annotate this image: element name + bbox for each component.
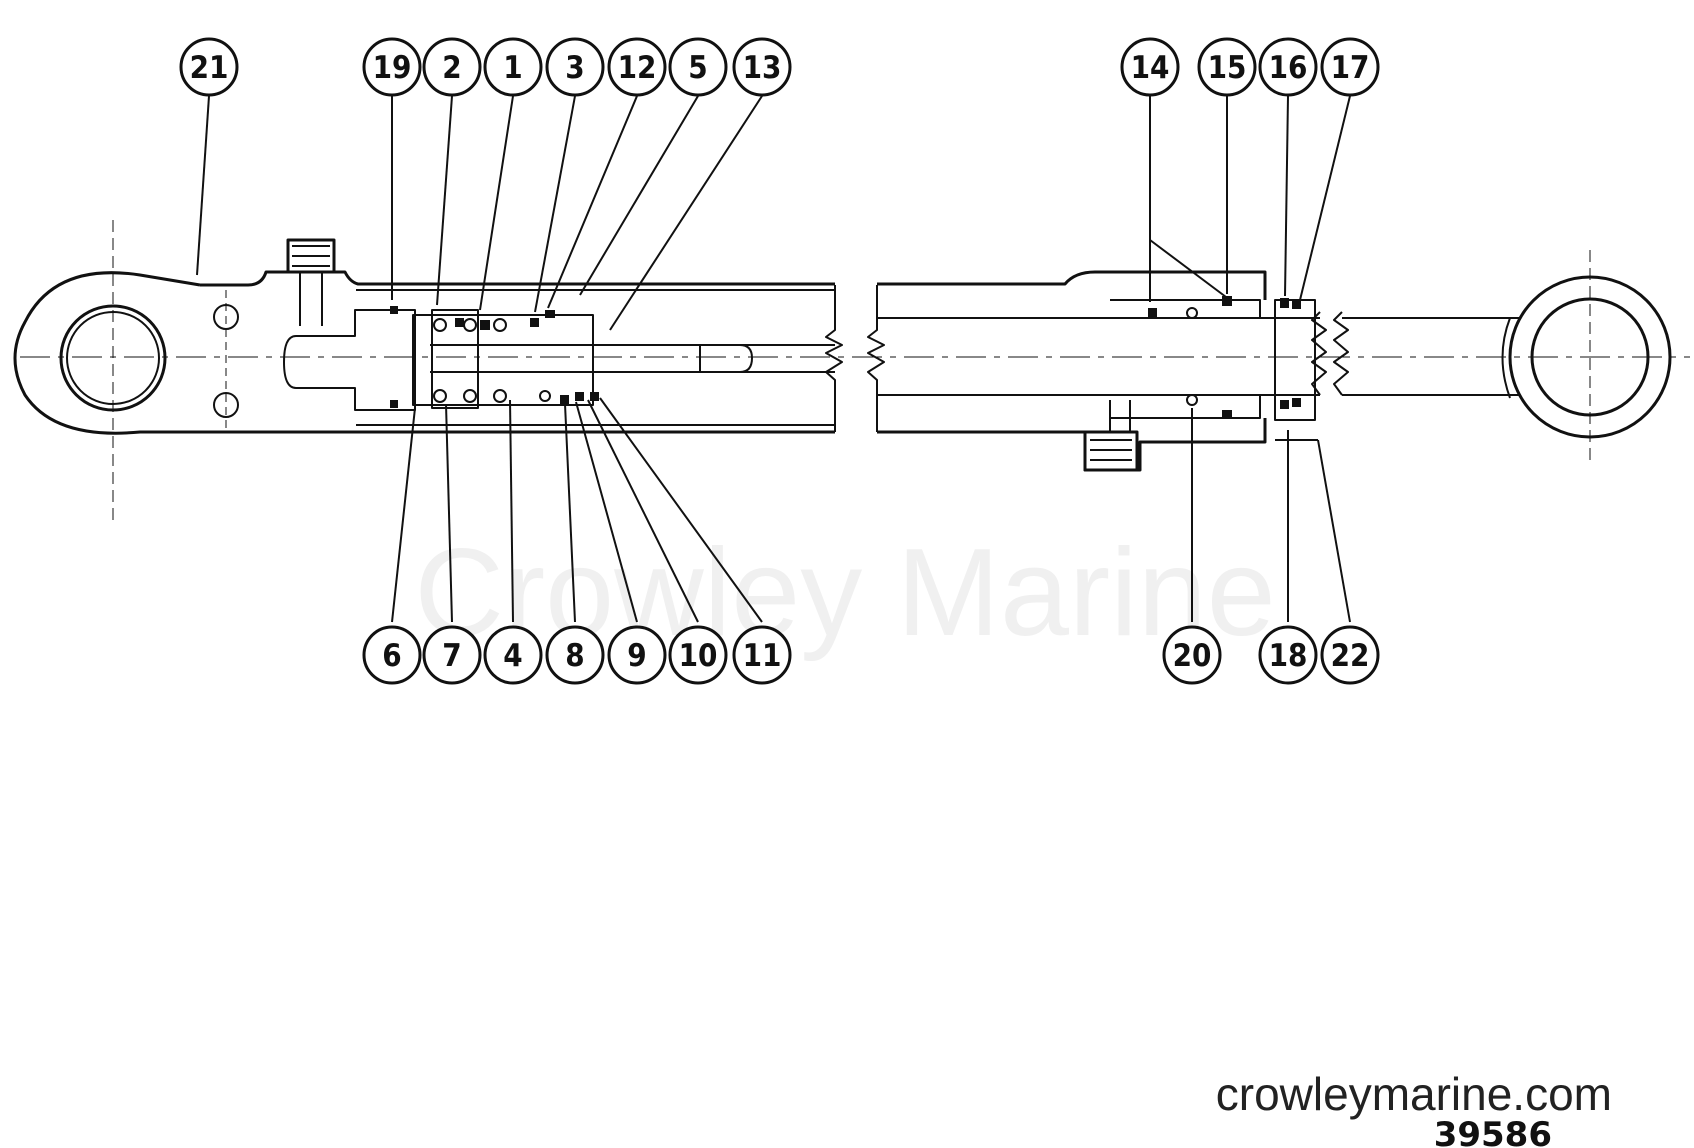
cylinder-drawing: [13, 220, 1690, 520]
callout-label: 20: [1173, 638, 1212, 674]
callout-label: 19: [373, 50, 412, 86]
callout-label: 12: [618, 50, 657, 86]
callout-label: 15: [1208, 50, 1247, 86]
website-label: crowleymarine.com: [1216, 1068, 1612, 1120]
callout-9: [607, 625, 667, 685]
callout-6: [362, 625, 422, 685]
callout-22: [1320, 625, 1380, 685]
callout-16: [1258, 37, 1318, 97]
callout-4: [483, 625, 543, 685]
break-mark: [1311, 311, 1327, 396]
callout-5: [668, 37, 728, 97]
callout-12: [607, 37, 667, 97]
callouts-top: [179, 37, 1380, 97]
callout-8: [545, 625, 605, 685]
callout-label: 3: [565, 50, 584, 86]
leader-lines: [196, 95, 1351, 623]
callout-label: 21: [190, 50, 229, 86]
figure-id: 39586: [1434, 1115, 1552, 1148]
callout-label: 16: [1269, 50, 1308, 86]
callout-10: [668, 625, 728, 685]
callout-18: [1258, 625, 1318, 685]
right-barrel: [877, 270, 1320, 472]
callout-label: 11: [743, 638, 782, 674]
callout-label: 6: [382, 638, 401, 674]
callout-label: 9: [627, 638, 646, 674]
callout-label: 1: [503, 50, 522, 86]
callout-labels-top: 21 19 2 1 3 12 5 13 14 15 16 17: [190, 50, 1370, 86]
callout-label: 2: [442, 50, 461, 86]
callout-label: 8: [565, 638, 584, 674]
callout-1: [483, 37, 543, 97]
left-barrel: [356, 289, 835, 426]
left-eye-clevis: [13, 220, 835, 520]
callout-3: [545, 37, 605, 97]
callout-label: 18: [1269, 638, 1308, 674]
callout-label: 7: [442, 638, 461, 674]
callout-21: [179, 37, 239, 97]
callout-17: [1320, 37, 1380, 97]
callout-20: [1162, 625, 1222, 685]
callout-label: 10: [679, 638, 718, 674]
callout-19: [362, 37, 422, 97]
callout-label: 14: [1131, 50, 1170, 86]
break-mark: [1333, 311, 1349, 396]
callout-label: 5: [688, 50, 707, 86]
callout-label: 22: [1331, 638, 1370, 674]
callout-label: 13: [743, 50, 782, 86]
break-mark: [825, 285, 843, 432]
callout-13: [732, 37, 792, 97]
callout-14: [1120, 37, 1180, 97]
callouts-bottom: [362, 625, 1380, 685]
callout-11: [732, 625, 792, 685]
callout-labels-bottom: 6 7 4 8 9 10 11 20 18 22: [382, 638, 1369, 674]
callout-15: [1197, 37, 1257, 97]
callout-2: [422, 37, 482, 97]
break-mark: [867, 285, 885, 432]
callout-label: 4: [503, 638, 522, 674]
watermark: Crowley Marine: [414, 524, 1275, 662]
callout-label: 17: [1331, 50, 1370, 86]
callout-7: [422, 625, 482, 685]
